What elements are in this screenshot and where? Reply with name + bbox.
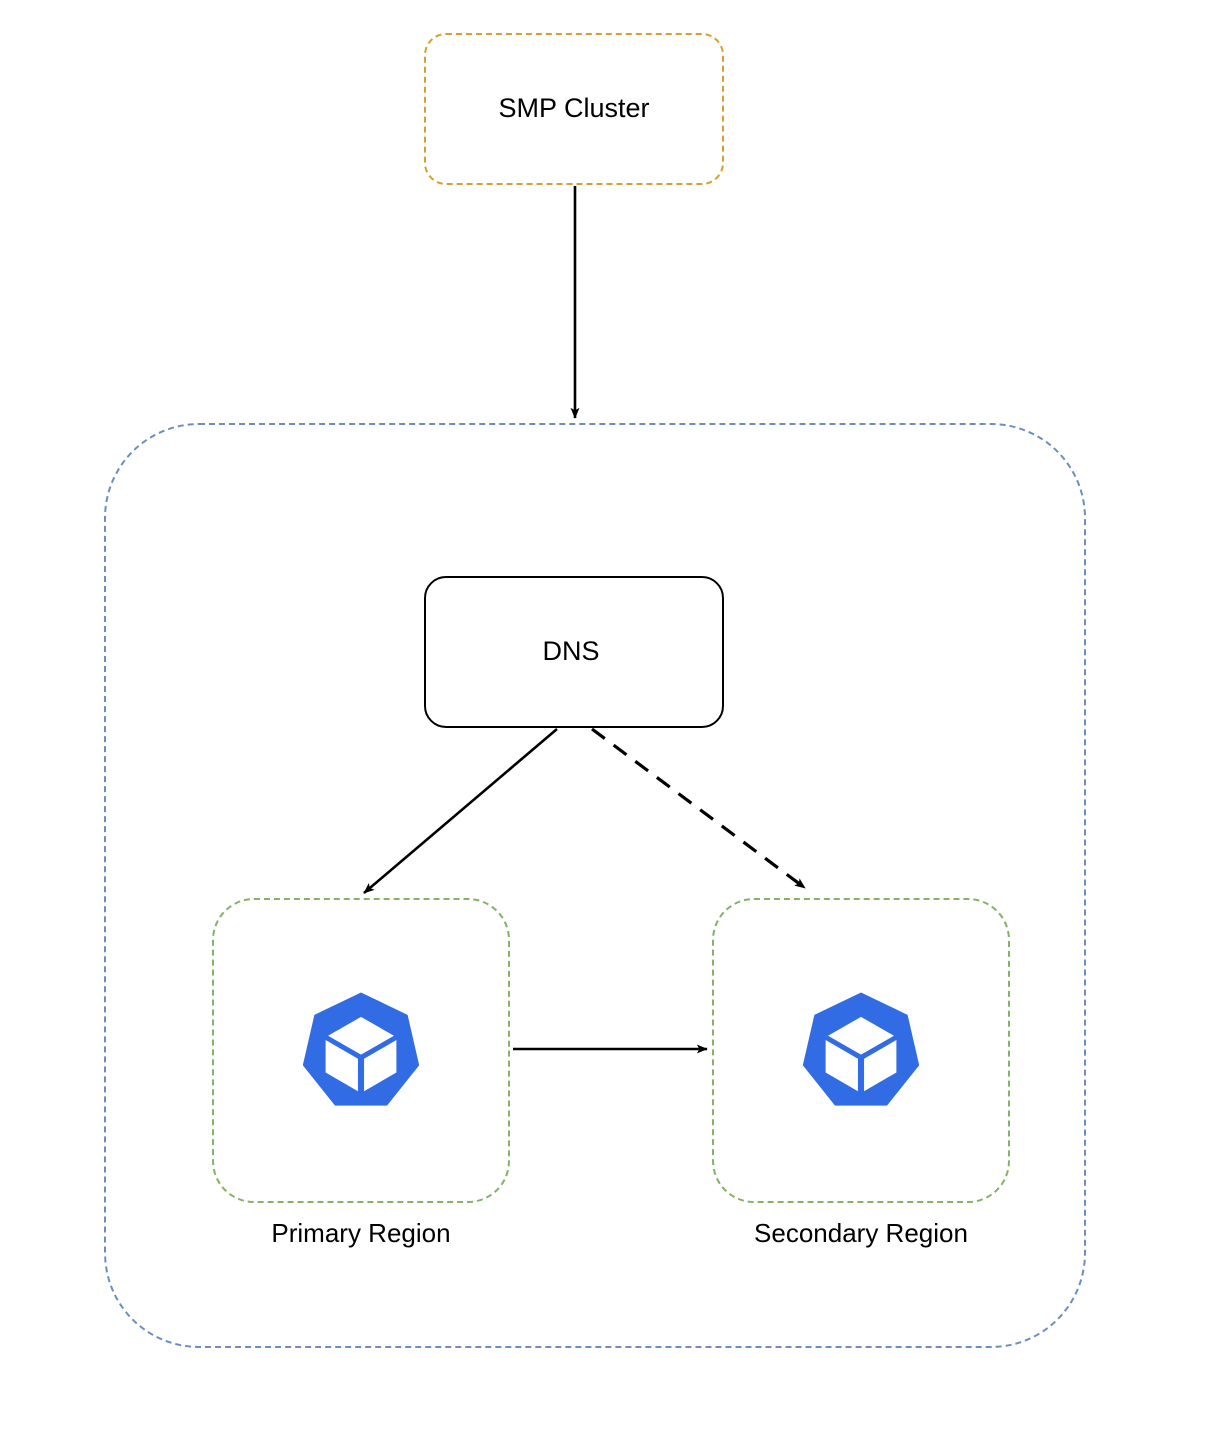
node-outer-region-container[interactable] — [104, 423, 1086, 1348]
smp-cluster-label: SMP Cluster — [498, 93, 650, 124]
kubernetes-icon — [802, 991, 920, 1106]
node-primary-region[interactable] — [212, 898, 510, 1203]
node-dns[interactable]: DNS — [424, 576, 724, 728]
secondary-region-label: Secondary Region — [754, 1218, 968, 1248]
node-secondary-region[interactable] — [712, 898, 1010, 1203]
primary-region-label: Primary Region — [271, 1218, 451, 1248]
kubernetes-icon — [302, 991, 420, 1106]
node-smp-cluster[interactable]: SMP Cluster — [424, 33, 724, 185]
dns-label: DNS — [542, 636, 600, 667]
